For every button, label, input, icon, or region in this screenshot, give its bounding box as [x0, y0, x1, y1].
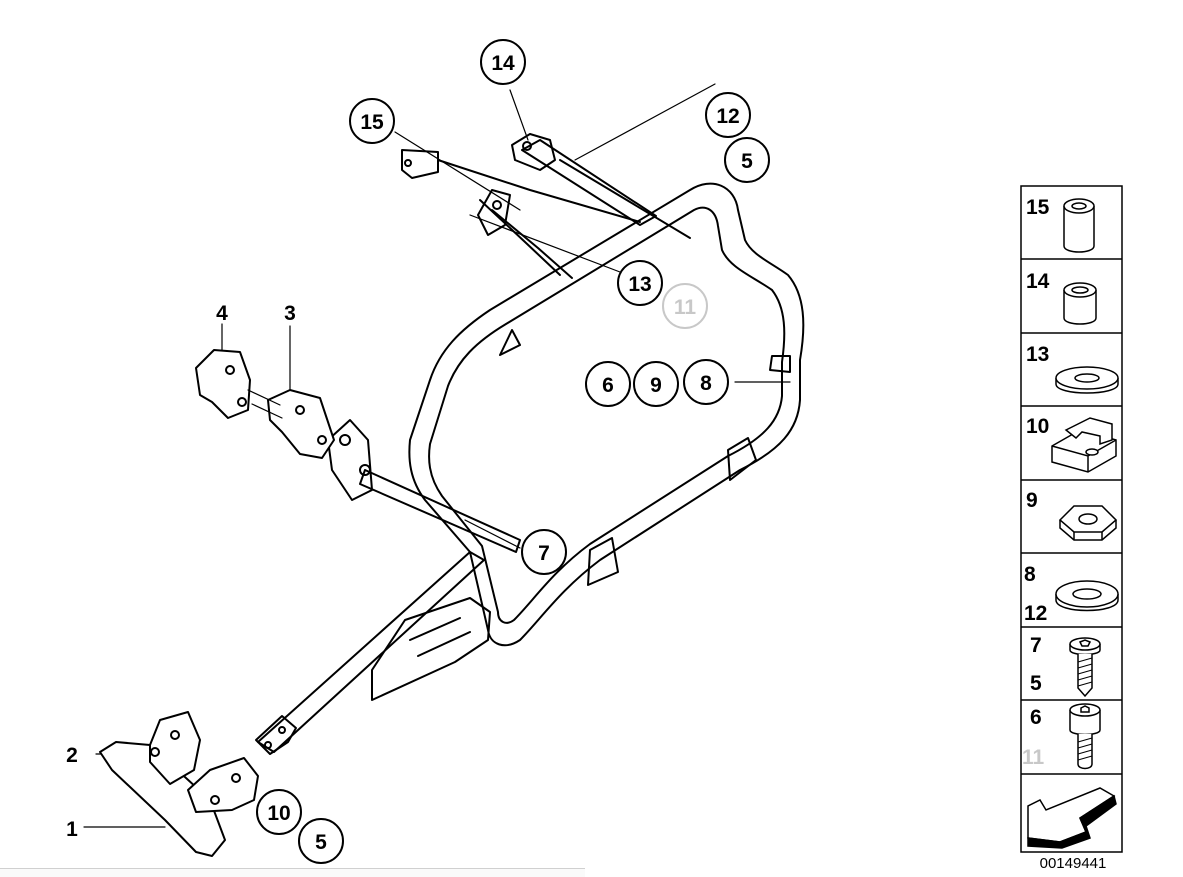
front-bar [257, 551, 485, 753]
bracket-15-arm [437, 159, 641, 223]
legend-row-7-5: 7 5 [1030, 634, 1101, 698]
clamp-part-3 [267, 389, 335, 459]
legend-num-10: 10 [1026, 415, 1049, 438]
hex-nut-icon [1058, 505, 1118, 541]
clamp-part-1 [187, 757, 259, 813]
callout-9: 9 [633, 361, 679, 407]
side-tab-3 [587, 537, 619, 586]
callout-11: 11 [662, 283, 708, 329]
part-label-1: 1 [66, 818, 78, 841]
rear-strut-b [491, 209, 573, 279]
callout-5-top: 5 [724, 137, 770, 183]
parts-legend: 15 14 13 10 [1020, 185, 1123, 853]
legend-num-13: 13 [1026, 343, 1049, 366]
mount-bracket-14 [511, 133, 556, 171]
clip-nut-icon [1051, 417, 1117, 473]
top-mount-tube-2 [559, 159, 691, 239]
mount-bracket-15 [401, 149, 439, 179]
short-spacer-sleeve-icon [1063, 282, 1097, 325]
diagram-id: 00149441 [1040, 855, 1107, 872]
callout-14: 14 [480, 39, 526, 85]
socket-head-screw-icon [1069, 703, 1101, 770]
bottom-scroll-edge [0, 868, 585, 877]
torx-screw-icon [1069, 637, 1101, 698]
callout-9-label: 9 [650, 374, 662, 397]
callout-7-label: 7 [538, 542, 550, 565]
main-tube-outer [408, 182, 805, 647]
callout-7: 7 [521, 529, 567, 575]
callout-6: 6 [585, 361, 631, 407]
side-tab-4 [769, 355, 791, 373]
part-callouts: 14 15 12 5 13 11 6 9 8 7 10 5 [256, 39, 770, 864]
main-tube-inner [428, 206, 786, 624]
middle-bracket [327, 419, 373, 501]
callout-10-label: 10 [267, 802, 290, 825]
middle-bar [359, 469, 521, 553]
callout-15: 15 [349, 98, 395, 144]
legend-row-6-11: 6 11 [1022, 703, 1101, 770]
legend-num-9: 9 [1026, 489, 1038, 512]
legend-num-6: 6 [1030, 706, 1042, 729]
callout-11-label: 11 [674, 296, 697, 319]
callout-6-label: 6 [602, 374, 614, 397]
upper-tab [477, 189, 511, 236]
legend-num-5: 5 [1030, 672, 1042, 695]
callout-8-label: 8 [700, 372, 712, 395]
rear-strut-a [479, 199, 561, 276]
callout-8: 8 [683, 359, 729, 405]
callout-15-label: 15 [360, 111, 384, 134]
callout-12-label: 12 [716, 105, 739, 128]
skid-plate [371, 597, 491, 701]
legend-row-13: 13 [1026, 343, 1119, 394]
top-mount-tube [521, 139, 657, 226]
legend-row-15: 15 [1026, 196, 1095, 253]
legend-num-12: 12 [1024, 602, 1047, 625]
washer-icon [1055, 366, 1119, 394]
protection-bar-illustration [83, 83, 805, 857]
clamp-part-4 [195, 349, 251, 419]
callout-10: 10 [256, 789, 302, 835]
legend-num-7: 7 [1030, 634, 1042, 657]
callout-12: 12 [705, 92, 751, 138]
legend-num-8: 8 [1024, 563, 1036, 586]
part-label-3: 3 [284, 302, 296, 325]
legend-row-10: 10 [1026, 415, 1117, 473]
part-label-2: 2 [66, 744, 78, 767]
side-tab-2 [727, 437, 757, 481]
tall-spacer-sleeve-icon [1063, 198, 1095, 253]
legend-num-11: 11 [1022, 746, 1045, 769]
callout-5-top-label: 5 [741, 150, 753, 173]
callout-5-bottom: 5 [298, 818, 344, 864]
legend-row-8-12: 8 12 [1024, 563, 1119, 625]
legend-num-14: 14 [1026, 270, 1050, 293]
callout-5-bottom-label: 5 [315, 831, 327, 854]
flat-washer-icon [1055, 580, 1119, 612]
legend-num-15: 15 [1026, 196, 1050, 219]
legend-row-9: 9 [1026, 489, 1118, 541]
callout-13: 13 [617, 260, 663, 306]
side-tab-1 [499, 329, 521, 356]
clamp-part-2 [99, 741, 226, 857]
legend-row-14: 14 [1026, 270, 1097, 325]
direction-arrow-icon [1027, 787, 1117, 849]
callout-14-label: 14 [491, 52, 515, 75]
part-label-4: 4 [216, 302, 228, 325]
callout-13-label: 13 [628, 273, 651, 296]
